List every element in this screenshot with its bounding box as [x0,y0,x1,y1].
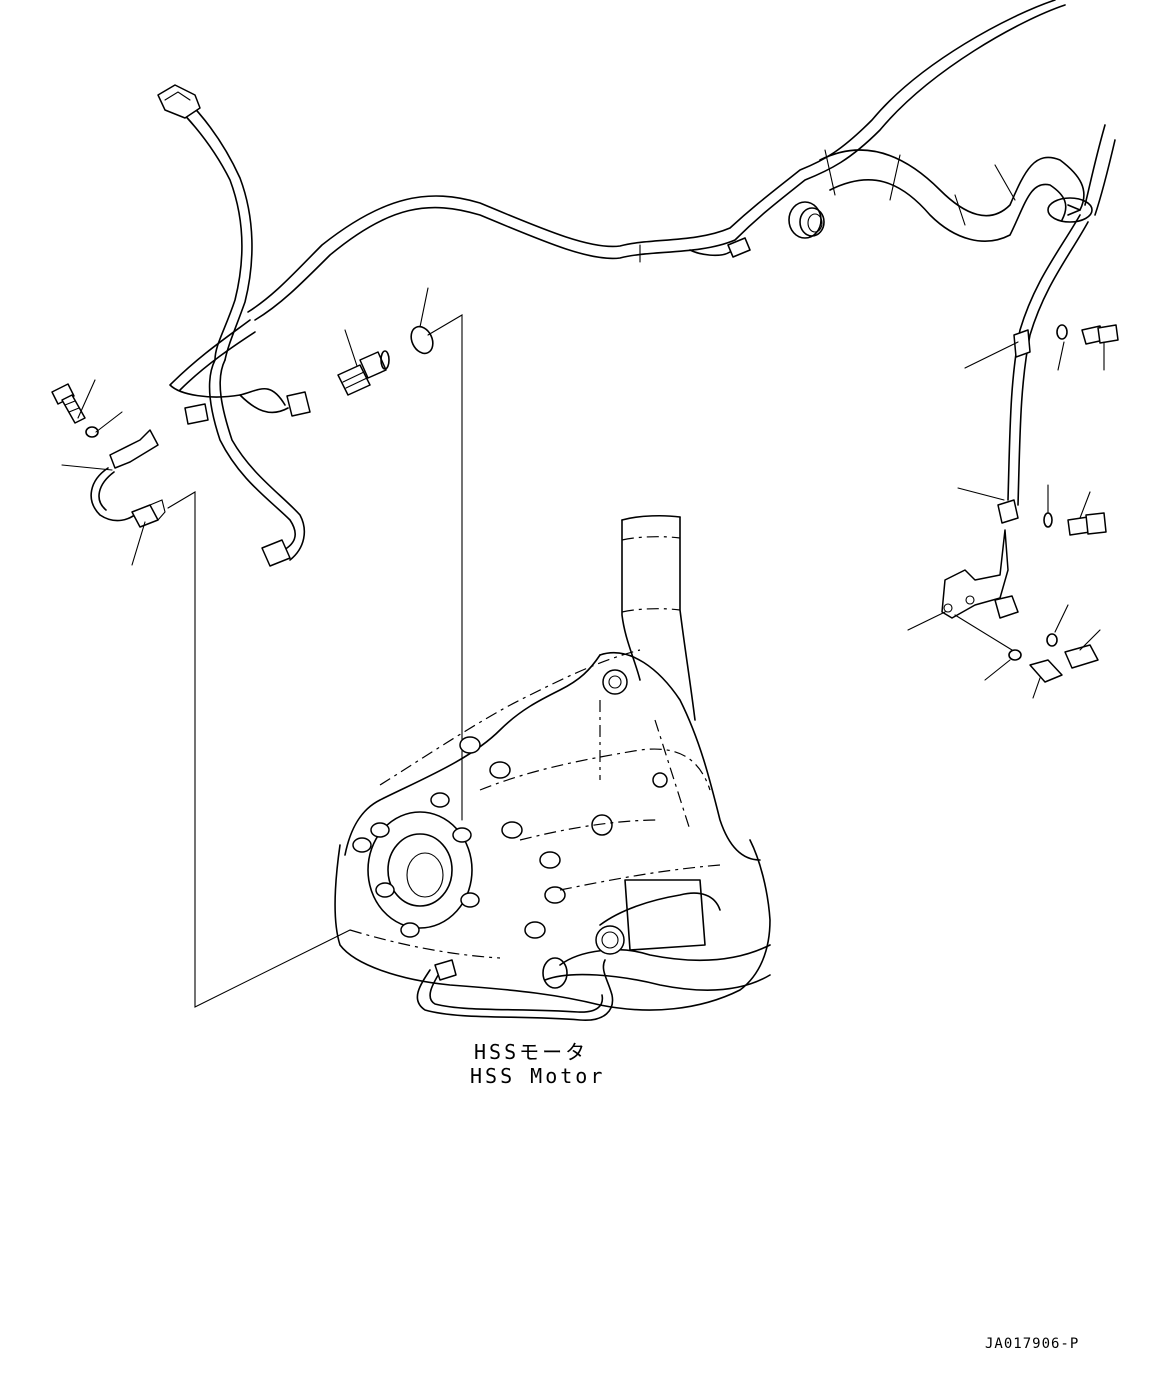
motor-bolts [352,669,668,939]
speed-sensor [51,383,166,528]
leader-lines-right [907,341,1105,699]
assembly-lines [167,314,463,1008]
caption-english: HSS Motor [470,1064,606,1088]
drawing-code: JA017906-P [985,1336,1080,1352]
o-ring [410,325,434,355]
pressure-switch [337,350,390,396]
hss-motor [334,514,771,1021]
caption-japanese: HSSモータ [474,1040,589,1064]
main-harness [247,0,1116,321]
clamp-bracket [941,214,1119,683]
leader-lines-left [61,287,429,566]
left-branch-harness [157,84,311,567]
